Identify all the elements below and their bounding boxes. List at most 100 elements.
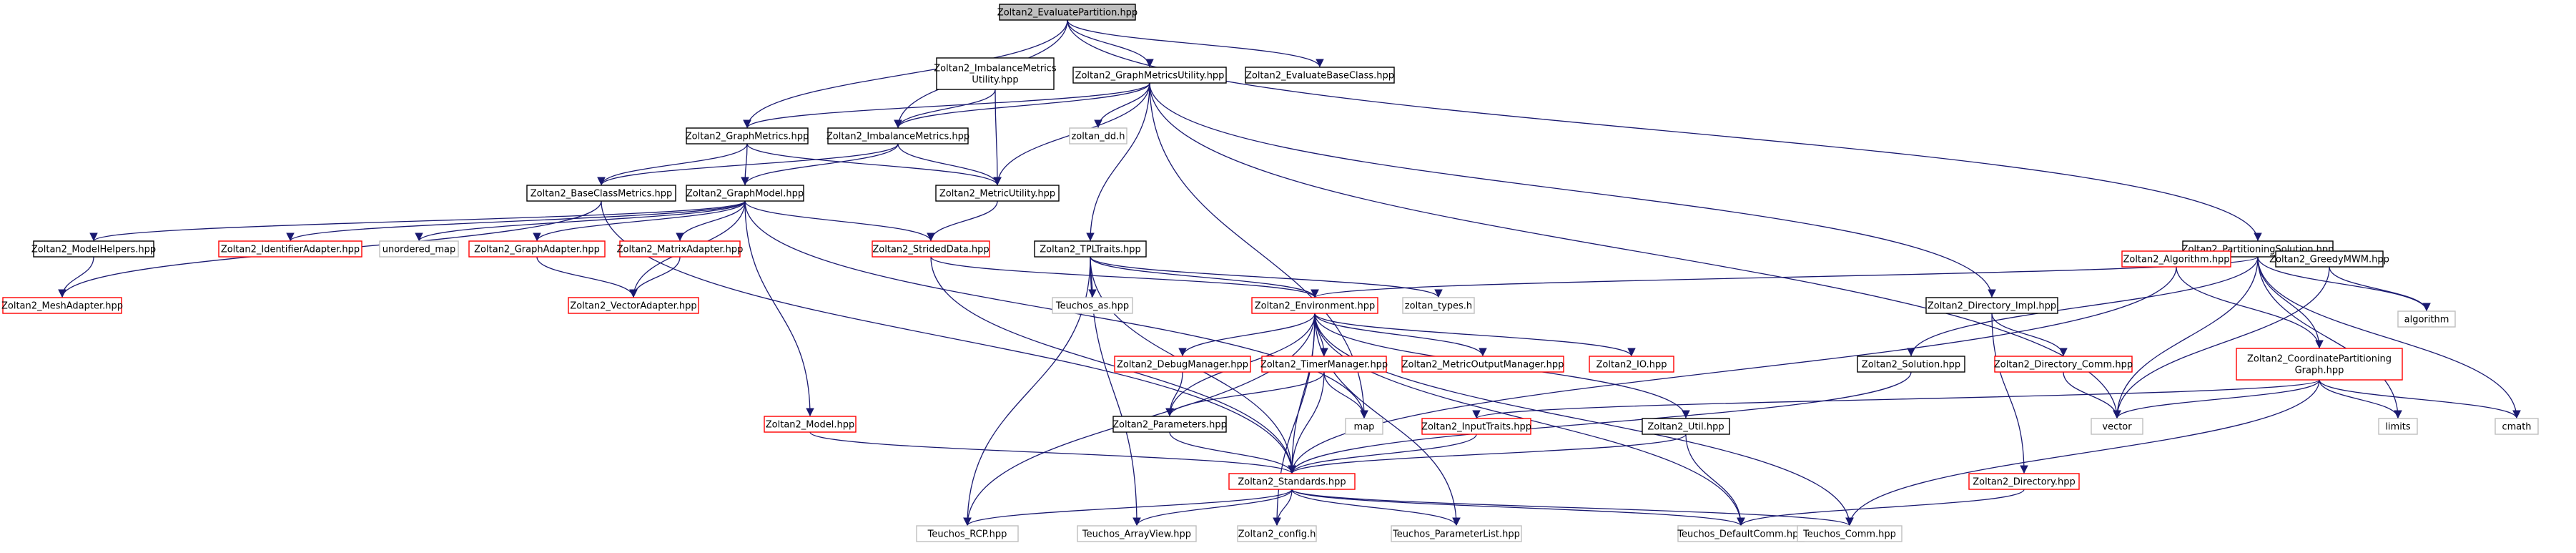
edge-environment-to-zio bbox=[1314, 313, 1636, 357]
node-box bbox=[218, 240, 362, 258]
node-teuchosas[interactable]: Teuchos_as.hpp bbox=[1052, 297, 1133, 314]
node-model[interactable]: Zoltan2_Model.hpp bbox=[764, 416, 857, 433]
edge-graphmodel-to-unorderedmap bbox=[415, 200, 746, 242]
edge-dirimpl-to-dircomm bbox=[1991, 313, 2068, 357]
node-zoltandd[interactable]: zoltan_dd.h bbox=[1069, 127, 1127, 145]
node-label: Zoltan2_Environment.hpp bbox=[1255, 301, 1375, 312]
edge-graphmetrics-to-metricutil bbox=[746, 143, 1002, 186]
node-standards[interactable]: Zoltan2_Standards.hpp bbox=[1228, 473, 1356, 490]
node-label: Teuchos_ArrayView.hpp bbox=[1082, 529, 1191, 540]
node-dirimpl[interactable]: Zoltan2_Directory_Impl.hpp bbox=[1925, 297, 2058, 314]
node-vectoradapter[interactable]: Zoltan2_VectorAdapter.hpp bbox=[568, 297, 699, 314]
node-greedymwm[interactable]: Zoltan2_GreedyMWM.hpp bbox=[2269, 250, 2389, 268]
node-label: Zoltan2_StridedData.hpp bbox=[872, 245, 989, 255]
edge-modelhelpers-to-meshadapter bbox=[58, 256, 94, 298]
node-box bbox=[2378, 418, 2418, 435]
node-solution[interactable]: Zoltan2_Solution.hpp bbox=[1857, 356, 1965, 373]
node-label: Zoltan2_GreedyMWM.hpp bbox=[2269, 255, 2389, 265]
node-graphmetricsutil[interactable]: Zoltan2_GraphMetricsUtility.hpp bbox=[1072, 67, 1227, 84]
node-label: algorithm bbox=[2404, 315, 2449, 326]
node-tpltraits[interactable]: Zoltan2_TPLTraits.hpp bbox=[1034, 240, 1147, 258]
edge-graphmetricsutil-to-vector bbox=[1149, 82, 2121, 419]
node-box bbox=[2, 297, 122, 314]
node-label: cmath bbox=[2502, 422, 2531, 433]
node-metricutil[interactable]: Zoltan2_MetricUtility.hpp bbox=[935, 185, 1060, 202]
node-cmath[interactable]: cmath bbox=[2494, 418, 2539, 435]
node-box bbox=[1797, 525, 1903, 542]
node-limits[interactable]: limits bbox=[2378, 418, 2418, 435]
edge-graphadapter-to-vectoradapter bbox=[536, 256, 638, 298]
node-dircomm[interactable]: Zoltan2_Directory_Comm.hpp bbox=[1994, 356, 2133, 373]
node-evalbase[interactable]: Zoltan2_EvaluateBaseClass.hpp bbox=[1245, 67, 1395, 84]
edge-imbmetricsutil-to-imbmetrics bbox=[894, 89, 996, 129]
node-zio[interactable]: Zoltan2_IO.hpp bbox=[1589, 356, 1674, 373]
edge-util-to-defaultcomm bbox=[1685, 434, 1745, 527]
node-stdalgorithm[interactable]: algorithm bbox=[2397, 310, 2456, 328]
edge-partsol-to-limits bbox=[2257, 256, 2402, 419]
node-timermgr[interactable]: Zoltan2_TimerManager.hpp bbox=[1260, 356, 1388, 373]
node-box bbox=[686, 185, 804, 202]
node-environment[interactable]: Zoltan2_Environment.hpp bbox=[1251, 297, 1378, 314]
edge-imbmetrics-to-metricutil bbox=[897, 143, 1002, 186]
edge-coordpartgraph-to-vector bbox=[2113, 379, 2320, 419]
node-label: Zoltan2_TPLTraits.hpp bbox=[1040, 245, 1140, 255]
node-label: Zoltan2_ImbalanceMetrics.hpp bbox=[826, 132, 969, 142]
node-box bbox=[2494, 418, 2539, 435]
edge-root-to-graphmetricsutil bbox=[1067, 19, 1154, 68]
node-label: Zoltan2_MetricUtility.hpp bbox=[939, 189, 1055, 200]
node-strideddata[interactable]: Zoltan2_StridedData.hpp bbox=[872, 240, 990, 258]
node-label: Teuchos_DefaultComm.hpp bbox=[1677, 529, 1804, 540]
node-teuchoscomm[interactable]: Teuchos_Comm.hpp bbox=[1797, 525, 1903, 542]
node-label: Zoltan2_IO.hpp bbox=[1597, 360, 1667, 371]
node-label: Teuchos_Comm.hpp bbox=[1802, 529, 1896, 540]
node-config[interactable]: Zoltan2_config.h bbox=[1237, 525, 1317, 542]
node-label: vector bbox=[2102, 422, 2132, 433]
node-modelhelpers[interactable]: Zoltan2_ModelHelpers.hpp bbox=[31, 240, 156, 258]
edge-graphmetricsutil-to-tpltraits bbox=[1086, 82, 1150, 242]
node-graphmetrics[interactable]: Zoltan2_GraphMetrics.hpp bbox=[686, 127, 809, 145]
node-map[interactable]: map bbox=[1345, 418, 1383, 435]
edge-greedymwm-to-vector bbox=[2113, 266, 2330, 419]
node-algorithm2[interactable]: Zoltan2_Algorithm.hpp bbox=[2121, 250, 2231, 268]
edge-graphmodel-to-modelhelpers bbox=[89, 200, 746, 242]
node-util[interactable]: Zoltan2_Util.hpp bbox=[1642, 418, 1730, 435]
node-imbmetrics[interactable]: Zoltan2_ImbalanceMetrics.hpp bbox=[826, 127, 969, 145]
edge-inputtraits-to-standards bbox=[1288, 434, 1477, 474]
node-box bbox=[379, 240, 459, 258]
node-label: Teuchos_RCP.hpp bbox=[927, 529, 1007, 540]
node-label: Utility.hpp bbox=[972, 75, 1018, 86]
node-unorderedmap[interactable]: unordered_map bbox=[379, 240, 459, 258]
node-paramlist[interactable]: Teuchos_ParameterList.hpp bbox=[1391, 525, 1522, 542]
node-debugmgr[interactable]: Zoltan2_DebugManager.hpp bbox=[1114, 356, 1251, 373]
edge-environment-to-paramlist bbox=[1314, 313, 1461, 527]
node-identadapter[interactable]: Zoltan2_IdentifierAdapter.hpp bbox=[218, 240, 362, 258]
edge-tpltraits-to-environment bbox=[1090, 256, 1319, 298]
node-zoltantypes[interactable]: zoltan_types.h bbox=[1402, 297, 1475, 314]
node-meshadapter[interactable]: Zoltan2_MeshAdapter.hpp bbox=[1, 297, 123, 314]
node-inputtraits[interactable]: Zoltan2_InputTraits.hpp bbox=[1421, 418, 1531, 435]
edge-standards-to-defaultcomm bbox=[1291, 489, 1745, 527]
edge-environment-to-debugmgr bbox=[1178, 313, 1316, 357]
node-label: Zoltan2_Directory.hpp bbox=[1973, 477, 2075, 488]
node-label: zoltan_types.h bbox=[1405, 301, 1472, 312]
edge-coordpartgraph-to-inputtraits bbox=[1472, 379, 2320, 419]
node-matrixadapter[interactable]: Zoltan2_MatrixAdapter.hpp bbox=[617, 240, 744, 258]
node-teuchosrcp[interactable]: Teuchos_RCP.hpp bbox=[916, 525, 1019, 542]
node-basemetrics[interactable]: Zoltan2_BaseClassMetrics.hpp bbox=[526, 185, 676, 202]
node-defaultcomm[interactable]: Teuchos_DefaultComm.hpp bbox=[1677, 525, 1805, 542]
node-graphmodel[interactable]: Zoltan2_GraphModel.hpp bbox=[686, 185, 804, 202]
node-vector[interactable]: vector bbox=[2091, 418, 2143, 435]
node-arrayview[interactable]: Teuchos_ArrayView.hpp bbox=[1077, 525, 1197, 542]
node-root[interactable]: Zoltan2_EvaluatePartition.hpp bbox=[997, 4, 1138, 21]
node-parameters[interactable]: Zoltan2_Parameters.hpp bbox=[1112, 416, 1227, 433]
edge-partsol-to-cmath bbox=[2257, 256, 2521, 419]
node-metricoutmgr[interactable]: Zoltan2_MetricOutputManager.hpp bbox=[1401, 356, 1564, 373]
node-directory[interactable]: Zoltan2_Directory.hpp bbox=[1968, 473, 2080, 490]
node-graphadapter[interactable]: Zoltan2_GraphAdapter.hpp bbox=[468, 240, 606, 258]
node-box bbox=[1421, 418, 1531, 435]
node-box bbox=[935, 185, 1060, 202]
edge-matrixadapter-to-vectoradapter bbox=[629, 256, 681, 298]
node-box bbox=[619, 240, 741, 258]
